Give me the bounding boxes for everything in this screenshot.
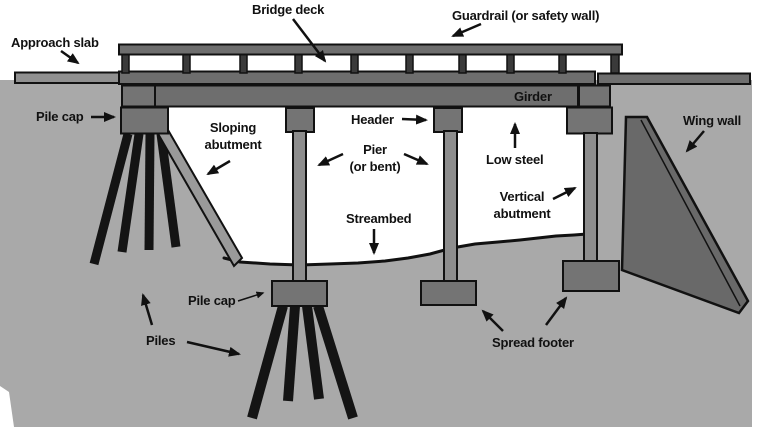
- arrow-pier-right: [403, 152, 429, 166]
- pile: [117, 133, 144, 253]
- label-pile-cap-lower: Pile cap: [188, 293, 236, 308]
- wing-wall-shape: [620, 115, 750, 315]
- approach-slab-left: [14, 71, 120, 84]
- header-block-pier1: [285, 107, 315, 133]
- arrow-pier-left: [317, 152, 344, 167]
- wing-wall-bevel: [640, 119, 741, 307]
- pile: [144, 133, 155, 251]
- piles-center-group: [247, 304, 358, 420]
- label-sloping-abutment: Sloping abutment: [204, 120, 262, 152]
- guardrail-post: [350, 53, 359, 74]
- streambed-area: [168, 106, 585, 265]
- pile: [313, 304, 358, 420]
- arrow-approach-slab: [60, 49, 80, 65]
- arrow-piles-right: [186, 340, 241, 357]
- label-bridge-deck: Bridge deck: [252, 2, 325, 17]
- guardrail-post: [121, 53, 130, 74]
- arrow-header: [401, 114, 428, 125]
- guardrail-post: [294, 53, 303, 74]
- guardrail-post: [458, 53, 467, 74]
- pier2-column: [443, 130, 458, 283]
- arrow-guardrail: [451, 22, 482, 38]
- wing-wall-body: [620, 115, 750, 315]
- pile: [283, 305, 300, 402]
- label-pier: Pier (or bent): [349, 142, 401, 174]
- pile: [89, 132, 133, 266]
- label-approach-slab: Approach slab: [11, 35, 99, 50]
- arrow-vertical-abutment: [552, 186, 577, 201]
- label-low-steel: Low steel: [486, 152, 544, 167]
- girder-end-block-left: [121, 84, 156, 108]
- guardrail-post: [610, 53, 620, 74]
- pile-cap-lower-block: [271, 280, 328, 307]
- label-header: Header: [351, 112, 394, 127]
- pier1-column: [292, 130, 307, 283]
- label-girder: Girder: [514, 89, 552, 104]
- vertical-abutment-block: [566, 106, 613, 135]
- vertical-abutment-column: [583, 132, 598, 264]
- piles-left-group: [89, 132, 181, 266]
- label-spread-footer: Spread footer: [492, 335, 574, 350]
- label-vertical-abutment: Vertical abutment: [493, 189, 551, 221]
- pile: [247, 304, 288, 420]
- guardrail-post: [405, 53, 414, 74]
- label-pile-cap-left: Pile cap: [36, 109, 84, 124]
- guardrail-post: [182, 53, 191, 74]
- arrow-wing-wall: [685, 130, 705, 153]
- arrow-sloping-abutment: [206, 159, 231, 176]
- header-block-pier2: [433, 107, 463, 133]
- label-guardrail: Guardrail (or safety wall): [452, 8, 600, 23]
- approach-slab-right: [597, 72, 751, 85]
- guardrail-shape: [118, 43, 623, 74]
- arrow-spread-footer-left: [481, 309, 504, 332]
- pile: [302, 305, 324, 400]
- guardrail-post: [506, 53, 515, 74]
- pile-cap-left-block: [120, 106, 169, 135]
- arrow-spread-footer-right: [544, 296, 568, 326]
- label-wing-wall: Wing wall: [683, 113, 742, 128]
- label-streambed: Streambed: [346, 211, 412, 226]
- girder-end-block-right: [578, 84, 611, 108]
- spread-footer-right-block: [562, 260, 620, 292]
- streambed-line: [222, 232, 589, 267]
- guardrail-post: [239, 53, 248, 74]
- spread-footer-left-block: [420, 280, 477, 306]
- arrow-piles-left: [141, 293, 154, 326]
- callout-arrows: [60, 18, 705, 357]
- label-piles: Piles: [146, 333, 176, 348]
- guardrail-rail: [118, 43, 623, 56]
- guardrail-post: [558, 53, 567, 74]
- arrow-bridge-deck: [292, 18, 327, 63]
- arrow-pile-cap-lower: [237, 291, 265, 302]
- pile: [156, 133, 181, 248]
